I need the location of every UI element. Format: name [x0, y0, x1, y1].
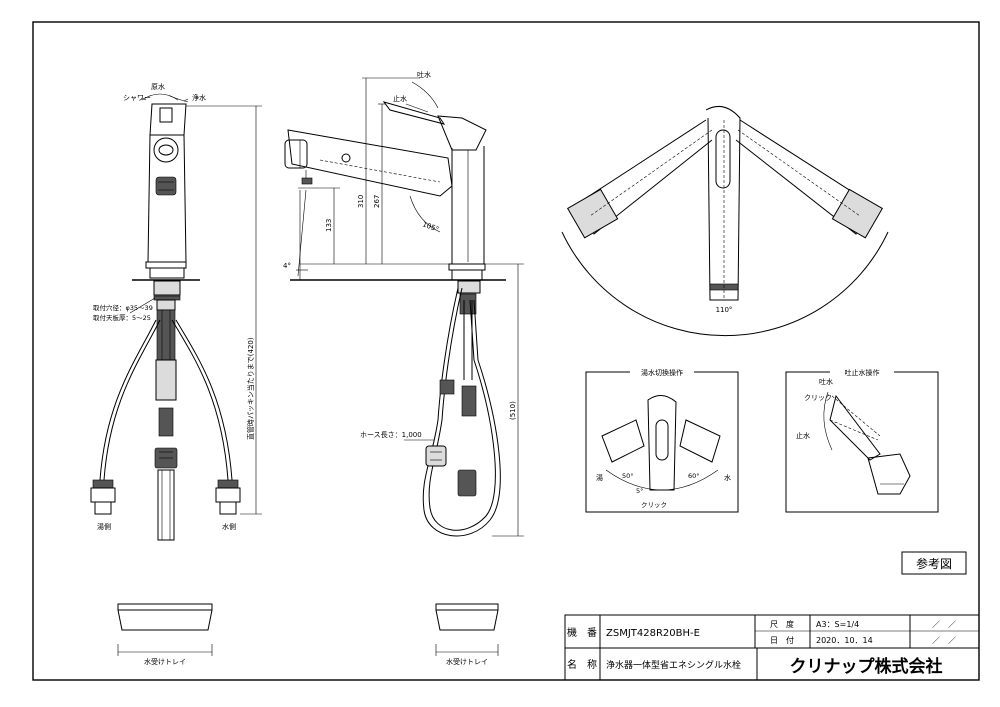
dim-310: 310: [357, 195, 365, 208]
label-spout: 吐水: [417, 70, 431, 79]
label-hot-side: 湯側: [97, 522, 111, 531]
tray-right: 水受けトレイ: [435, 603, 499, 666]
top-view: 110°: [561, 105, 889, 337]
detail-flow-title: 吐止水操作: [845, 368, 880, 377]
detail-temp-click: クリック: [641, 501, 667, 509]
dim-133: 133: [325, 219, 333, 232]
detail-flow-box: 吐止水操作 吐水 クリック 止水: [785, 367, 939, 513]
label-shower: シャワー: [123, 94, 151, 102]
reference-badge-frame: [901, 551, 967, 575]
label-cold-side: 水側: [222, 522, 236, 531]
name-label: 名 称: [567, 658, 597, 671]
name-value: 浄水器一体型省エネシングル水栓: [606, 659, 741, 671]
revision-2: ／ ／: [932, 636, 956, 645]
detail-temp-cold: 水: [724, 473, 731, 482]
scale-value: A3：S=1/4: [816, 620, 859, 629]
title-block: 機 番 ZSMJT428R20BH-E 尺 度 A3：S=1/4 日 付 202…: [564, 614, 980, 681]
revision-1: ／ ／: [932, 620, 956, 629]
date-value: 2020．10．14: [816, 636, 873, 645]
dim-angle-110: 110°: [716, 306, 733, 314]
dim-267: 267: [373, 195, 381, 208]
front-view: 原水 シャワー 浄水 取付穴径：φ35～39 取付天板厚：5～25: [90, 82, 262, 541]
reference-badge: 参考図: [916, 556, 952, 571]
detail-flow-spout: 吐水: [819, 377, 833, 386]
dim-angle-105: 105°: [421, 220, 440, 233]
side-view: 吐水 止水 310 267 133 4°: [283, 70, 524, 537]
company-name: クリナップ株式会社: [790, 656, 943, 677]
dim-510: (510): [509, 401, 517, 420]
scale-label: 尺 度: [770, 619, 794, 629]
tray-left: 水受けトレイ: [117, 603, 213, 666]
label-stop: 止水: [393, 94, 407, 103]
detail-temp-hot: 湯: [596, 473, 603, 482]
tray-right-label: 水受けトレイ: [446, 657, 488, 666]
date-label: 日 付: [770, 635, 794, 645]
label-hose-length: ホース長さ：1,000: [360, 431, 422, 439]
detail-temp-angle-center: 5°: [636, 487, 643, 495]
sheet-frame: [32, 21, 980, 681]
label-purified: 浄水: [192, 93, 206, 102]
tray-left-label: 水受けトレイ: [144, 657, 186, 666]
dim-angle-4: 4°: [283, 262, 291, 270]
detail-flow-click: クリック: [804, 394, 832, 402]
model-label: 機 番: [567, 626, 597, 639]
label-counter-thickness: 取付天板厚：5～25: [93, 313, 151, 322]
detail-temp-angle-right: 60°: [688, 472, 700, 480]
detail-temp-title: 湯水切換操作: [641, 368, 683, 377]
detail-temp-angle-left: 50°: [622, 472, 634, 480]
label-vertical-dim: 直管時パッキン当たりまで(420): [246, 337, 255, 440]
label-raw-water: 原水: [151, 82, 165, 91]
detail-flow-stop: 止水: [796, 431, 810, 440]
detail-temp-box: 湯水切換操作 湯 水 50° 60° 5° クリック: [585, 367, 739, 513]
label-hole-dia: 取付穴径：φ35～39: [93, 303, 153, 312]
model-value: ZSMJT428R20BH-E: [606, 628, 700, 639]
